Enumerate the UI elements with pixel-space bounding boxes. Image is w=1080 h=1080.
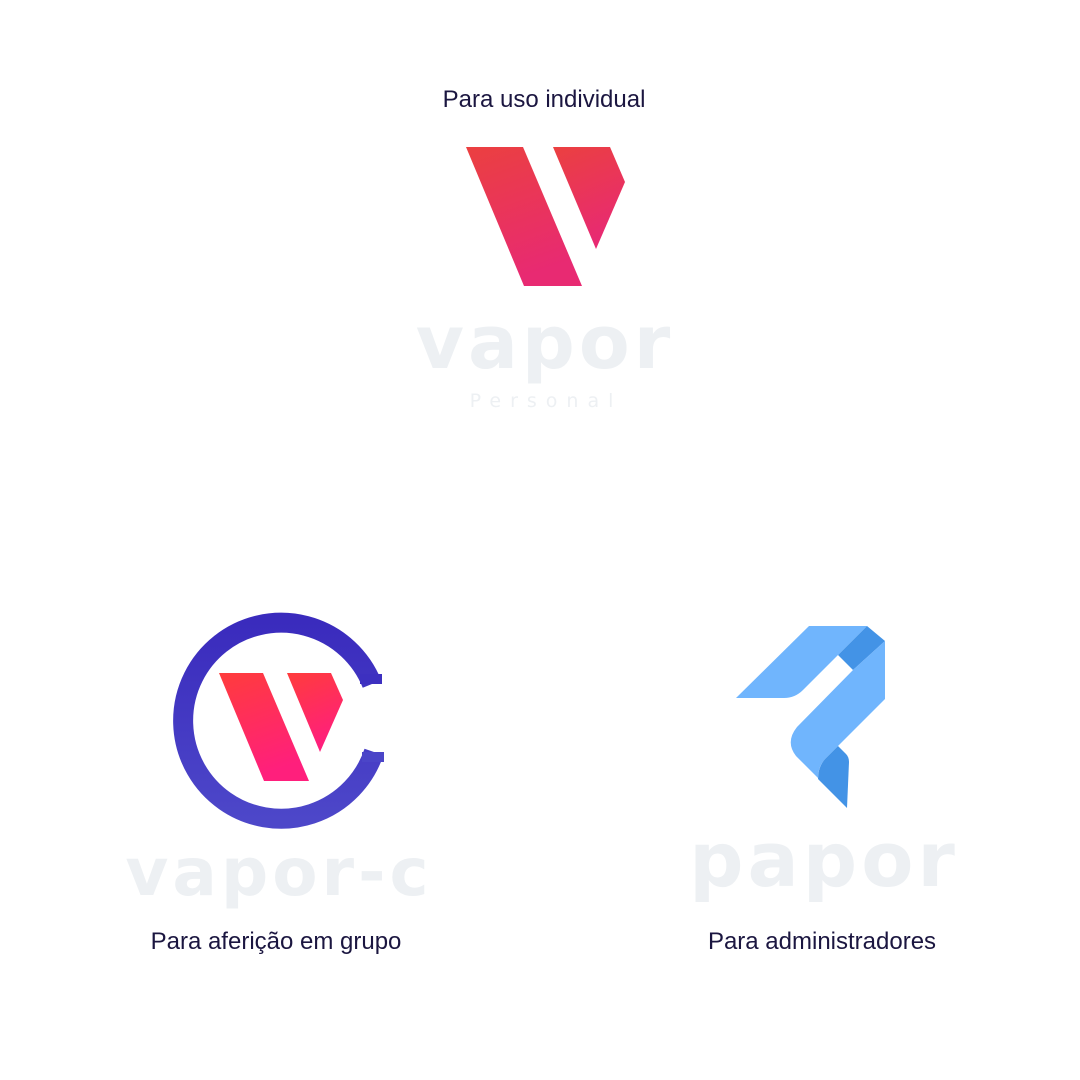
vapor-wordmark: vapor xyxy=(415,300,675,386)
papor-wordmark: papor xyxy=(689,815,959,904)
personal-subwordmark: Personal xyxy=(469,390,623,412)
group-caption: Para aferição em grupo xyxy=(150,928,402,955)
vapor-personal-logo-icon xyxy=(466,147,625,286)
vapor-c-wordmark: vapor-c xyxy=(125,834,433,911)
vapor-c-logo-icon xyxy=(173,612,384,829)
papor-logo-icon xyxy=(736,626,885,808)
admin-caption: Para administradores xyxy=(707,928,937,955)
personal-caption: Para uso individual xyxy=(442,86,646,113)
